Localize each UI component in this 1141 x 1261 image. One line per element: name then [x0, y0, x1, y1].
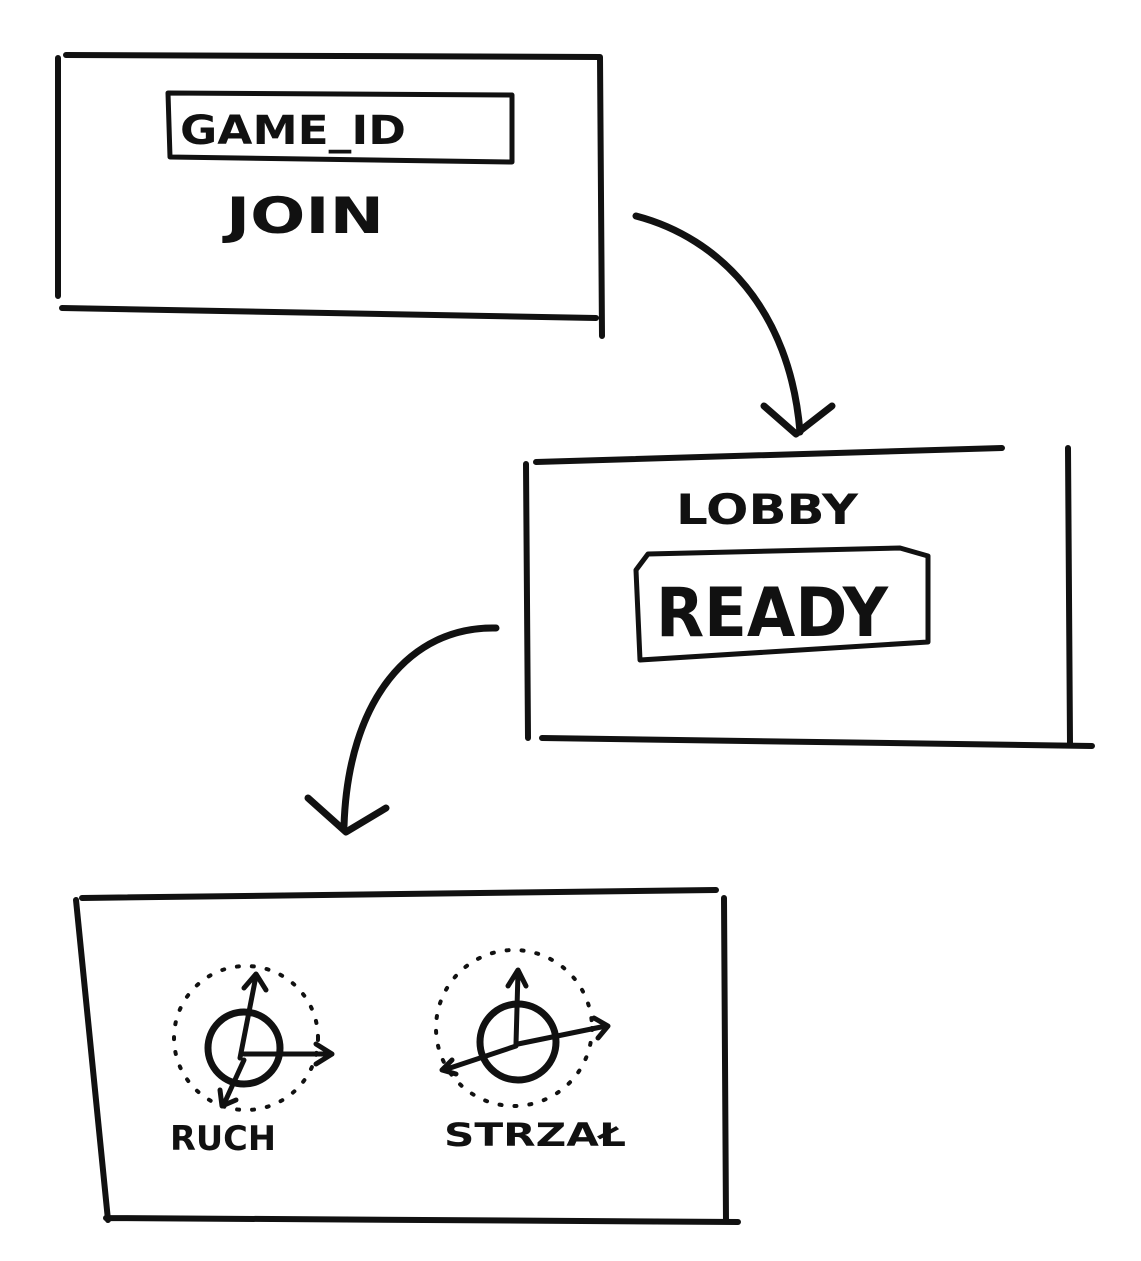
move-joystick-range [172, 964, 320, 1112]
game-id-placeholder: GAME_ID [180, 108, 406, 154]
join-screen [55, 52, 605, 339]
lobby-screen-frame [523, 445, 1095, 749]
game-id-input[interactable] [165, 90, 515, 165]
move-joystick[interactable] [172, 964, 335, 1112]
join-screen-frame [55, 52, 605, 339]
shoot-arrow-left-icon [439, 1043, 519, 1077]
move-arrow-up-icon [237, 971, 269, 1061]
flow-arrow-join-to-lobby [632, 212, 836, 438]
flow-arrow-lobby-to-game [304, 624, 500, 836]
ready-button-label[interactable]: READY [656, 574, 889, 653]
game-screen [73, 887, 741, 1225]
game-screen-frame [73, 887, 741, 1225]
move-label: RUCH [170, 1119, 276, 1159]
shoot-label: STRZAŁ [444, 1116, 626, 1154]
lobby-screen [523, 445, 1095, 749]
lobby-title: LOBBY [676, 485, 859, 534]
move-joystick-knob [204, 1008, 284, 1088]
shoot-joystick[interactable] [434, 948, 611, 1108]
shoot-arrow-up-icon [505, 967, 529, 1047]
join-button[interactable]: JOIN [222, 187, 384, 245]
move-arrow-right-icon [241, 1041, 335, 1067]
shoot-arrow-right-icon [515, 1015, 611, 1047]
move-arrow-down-icon [217, 1057, 247, 1109]
ready-button-frame[interactable] [633, 545, 931, 663]
